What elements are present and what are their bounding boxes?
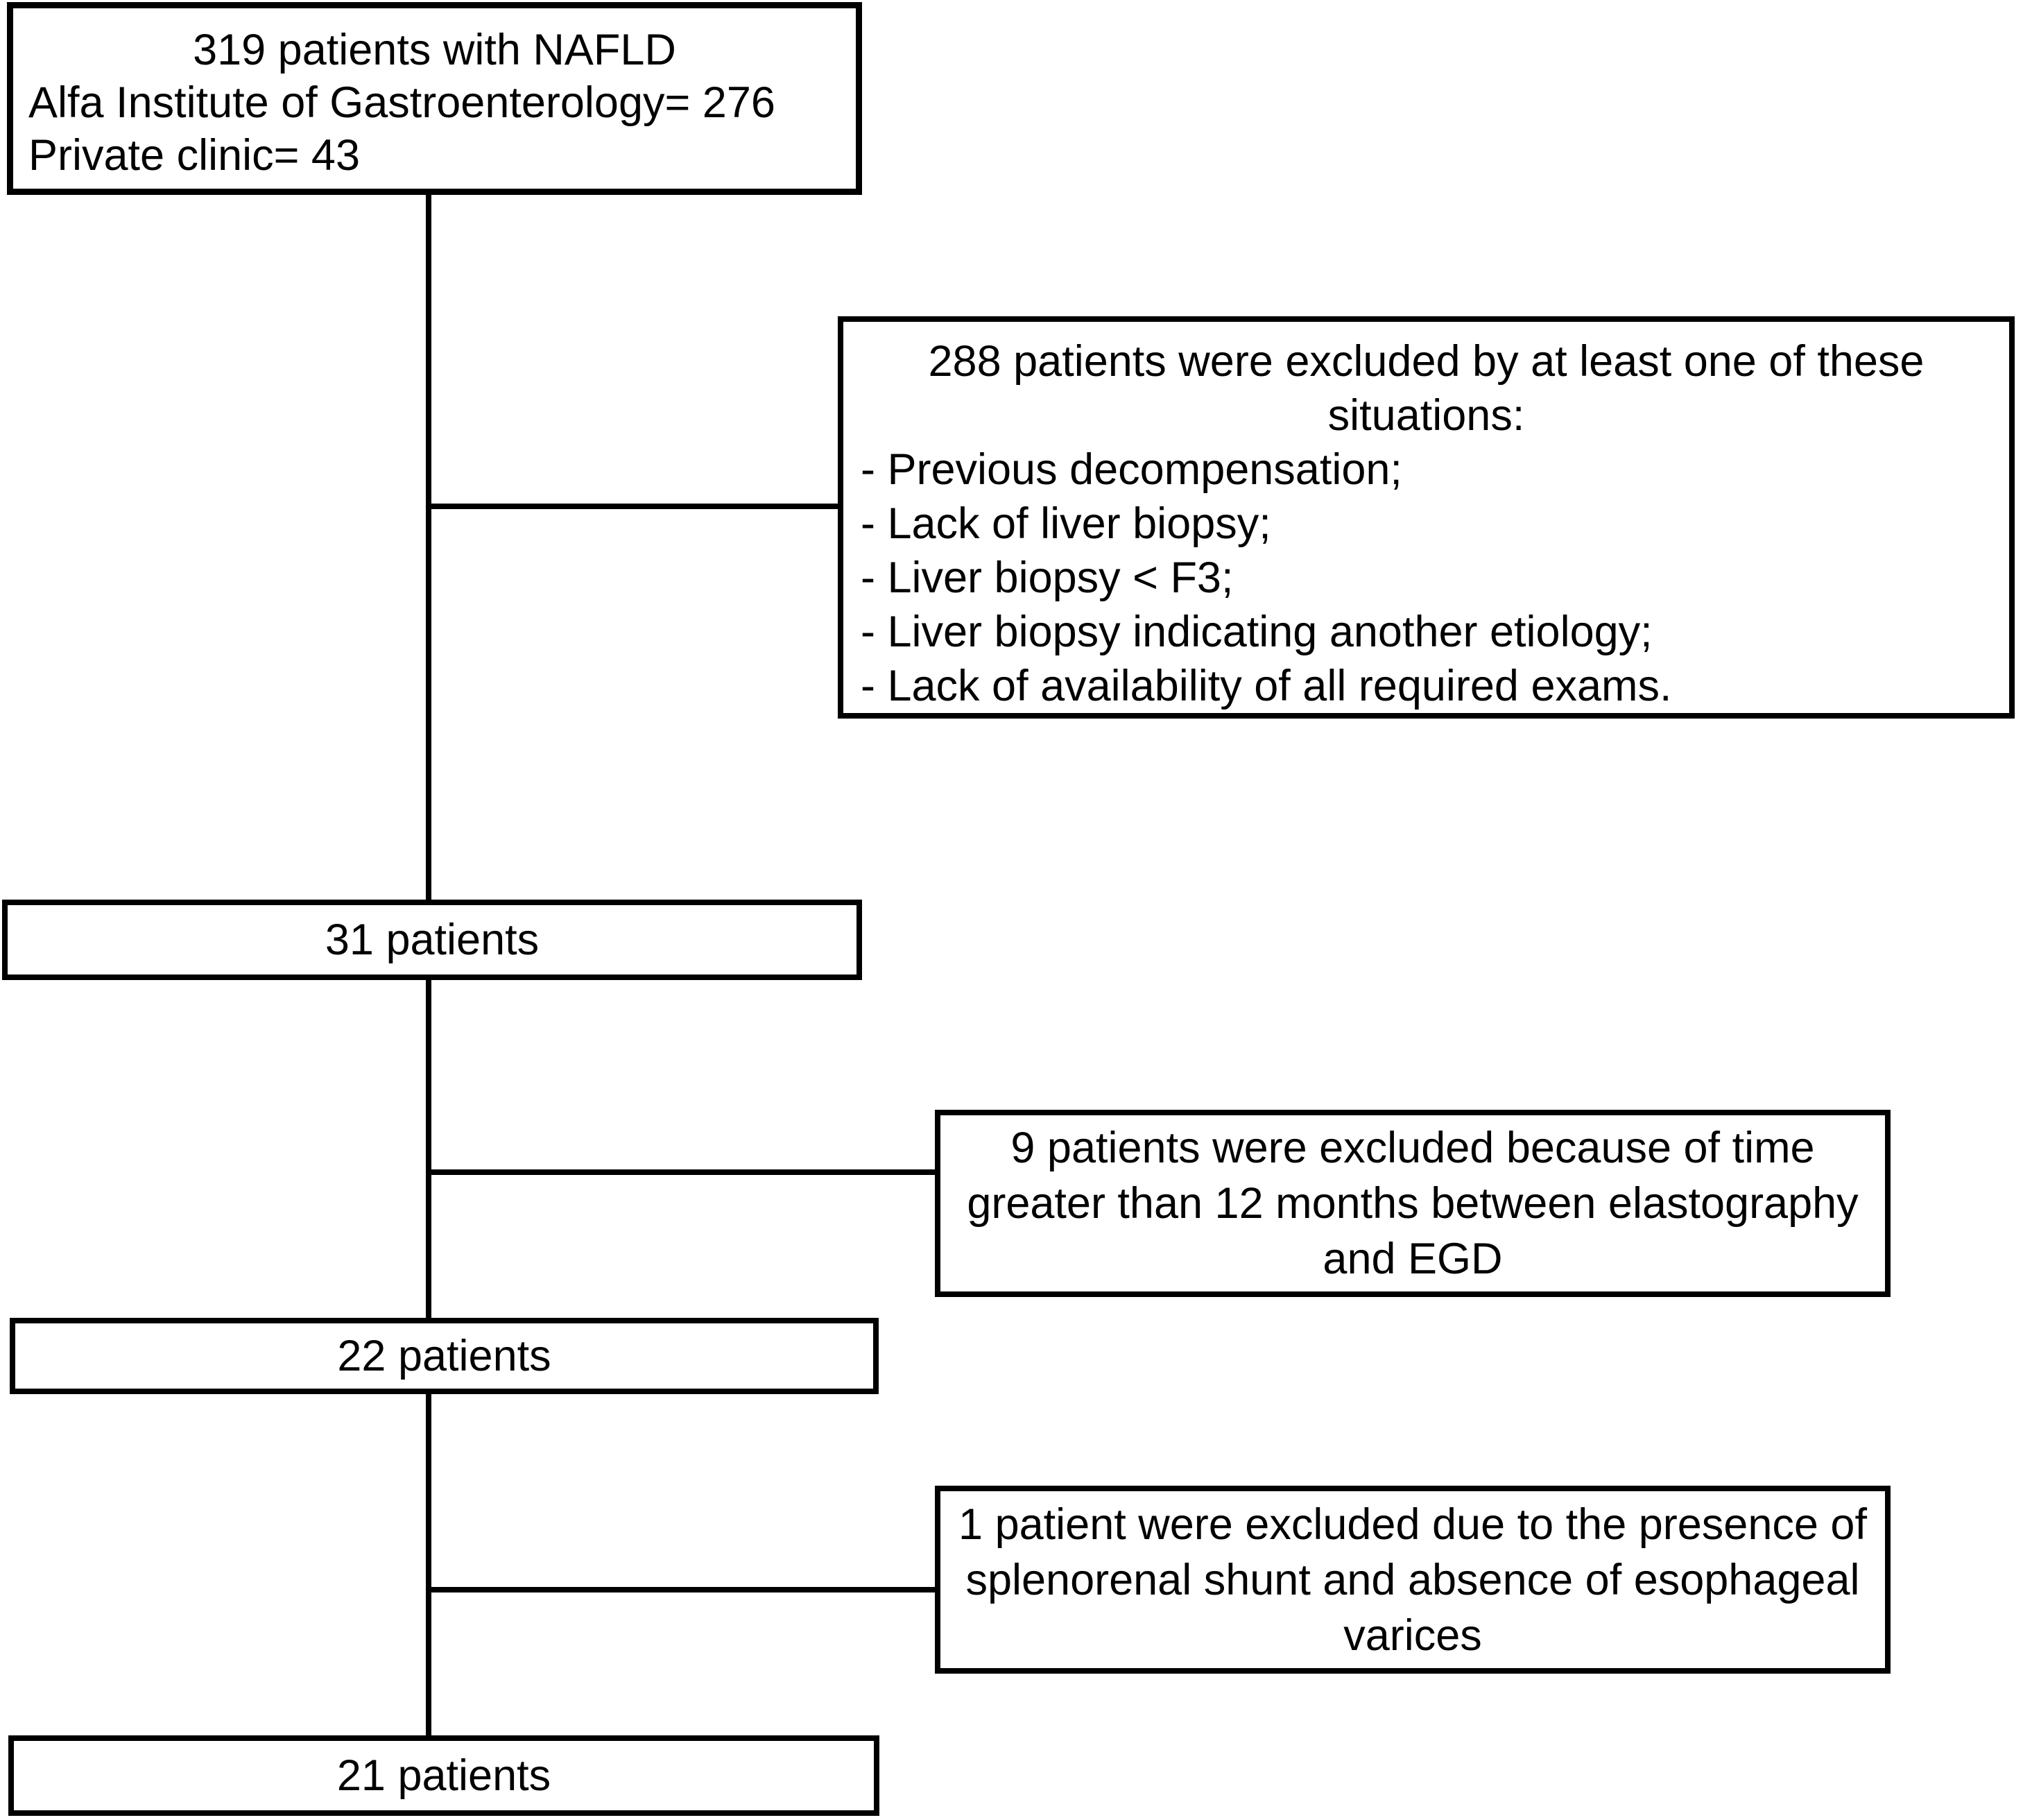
cohort-31-label: 31 patients bbox=[325, 916, 540, 964]
exclusion-1-line-2: splenorenal shunt and absence of esophag… bbox=[965, 1555, 1860, 1604]
connector-branch-exclusion-2 bbox=[426, 1169, 935, 1175]
exclusion-9-line-2: greater than 12 months between elastogra… bbox=[967, 1179, 1859, 1228]
source-title: 319 patients with NAFLD bbox=[193, 26, 676, 74]
cohort-22-label: 22 patients bbox=[337, 1332, 551, 1380]
exclusion-288-bullet-5: - Lack of availability of all required e… bbox=[861, 662, 1672, 710]
source-site-2: Private clinic= 43 bbox=[28, 131, 360, 180]
node-cohort-22: 22 patients bbox=[10, 1318, 879, 1394]
connector-trunk-segment-1 bbox=[426, 195, 431, 900]
exclusion-288-bullet-3: - Liver biopsy < F3; bbox=[861, 553, 1234, 602]
connector-branch-exclusion-3 bbox=[426, 1587, 935, 1592]
exclusion-288-bullet-1: - Previous decompensation; bbox=[861, 445, 1402, 494]
exclusion-1-line-3: varices bbox=[1343, 1611, 1482, 1660]
node-source-patients: 319 patients with NAFLD Alfa Institute o… bbox=[7, 2, 862, 195]
exclusion-288-heading-line-1: 288 patients were excluded by at least o… bbox=[928, 337, 1925, 386]
node-cohort-21: 21 patients bbox=[8, 1735, 879, 1816]
exclusion-288-heading-line-2: situations: bbox=[1327, 391, 1525, 440]
connector-branch-exclusion-1 bbox=[426, 504, 838, 509]
source-site-1: Alfa Institute of Gastroenterology= 276 bbox=[28, 78, 775, 127]
node-exclusion-9: 9 patients were excluded because of time… bbox=[935, 1110, 1891, 1297]
exclusion-288-bullet-2: - Lack of liver biopsy; bbox=[861, 499, 1271, 548]
node-exclusion-288: 288 patients were excluded by at least o… bbox=[838, 316, 2015, 719]
node-cohort-31: 31 patients bbox=[2, 900, 862, 980]
connector-trunk-segment-2 bbox=[426, 980, 431, 1318]
connector-trunk-segment-3 bbox=[426, 1394, 431, 1735]
exclusion-1-line-1: 1 patient were excluded due to the prese… bbox=[958, 1500, 1867, 1549]
cohort-21-label: 21 patients bbox=[336, 1751, 551, 1800]
node-exclusion-1: 1 patient were excluded due to the prese… bbox=[935, 1486, 1891, 1674]
exclusion-9-line-3: and EGD bbox=[1323, 1235, 1503, 1283]
exclusion-9-line-1: 9 patients were excluded because of time bbox=[1010, 1124, 1815, 1172]
exclusion-288-bullet-4: - Liver biopsy indicating another etiolo… bbox=[861, 608, 1653, 656]
